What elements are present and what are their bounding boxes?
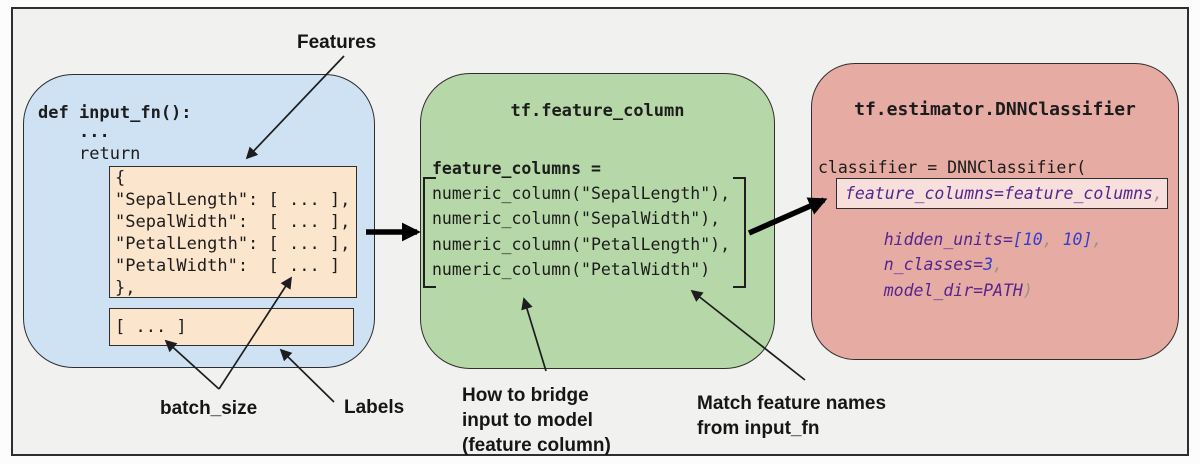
estimator-box	[811, 63, 1179, 360]
input-fn-def-line: def input_fn():	[38, 103, 192, 123]
match-annotation: Match feature names from input_fn	[697, 393, 887, 439]
hidden-units-val1: [10	[1012, 230, 1043, 249]
estimator-title: tf.estimator.DNNClassifier	[854, 99, 1136, 120]
n-classes-name: n_classes=	[883, 255, 984, 274]
bridge-annotation: How to bridge input to model (feature co…	[462, 385, 611, 456]
batch-size-label: batch_size	[160, 398, 258, 419]
n-classes-arg: n_classes=3,	[844, 232, 1003, 298]
feature-columns-assign: feature_columns =	[432, 159, 601, 178]
features-dict-code: { "SepalLength": [ ... ], "SepalWidth": …	[115, 168, 351, 298]
model-dir-arg: model_dir=PATH)	[844, 258, 1033, 324]
numeric-columns-code: numeric_column("SepalLength"), numeric_c…	[432, 184, 731, 280]
input-fn-return-line: return	[79, 144, 141, 164]
feature-columns-arg-highlight: feature_columns=feature_columns,	[836, 178, 1168, 209]
feature-columns-arg: feature_columns=feature_columns	[845, 183, 1153, 203]
features-label: Features	[297, 32, 377, 53]
hidden-units-sep: ,	[1042, 230, 1063, 249]
hidden-units-val2: 10]	[1062, 230, 1093, 249]
model-dir-paren: )	[1022, 281, 1033, 300]
hidden-units-name: hidden_units=	[883, 230, 1013, 249]
right-bracket	[733, 177, 746, 288]
n-classes-comma: ,	[993, 255, 1003, 274]
feature-columns-arg-comma: ,	[1152, 183, 1163, 203]
hidden-units-comma: ,	[1092, 230, 1103, 249]
model-dir-name: model_dir=PATH	[883, 281, 1023, 300]
input-fn-ellipsis-line: ...	[79, 122, 110, 142]
left-bracket	[423, 177, 436, 288]
hidden-units-arg: hidden_units=[10, 10],	[844, 207, 1103, 273]
n-classes-value: 3	[983, 255, 994, 274]
labels-list-code: [ ... ]	[115, 317, 187, 337]
feature-column-title: tf.feature_column	[510, 101, 685, 121]
classifier-call-line: classifier = DNNClassifier(	[818, 158, 1087, 177]
labels-label: Labels	[344, 397, 405, 418]
